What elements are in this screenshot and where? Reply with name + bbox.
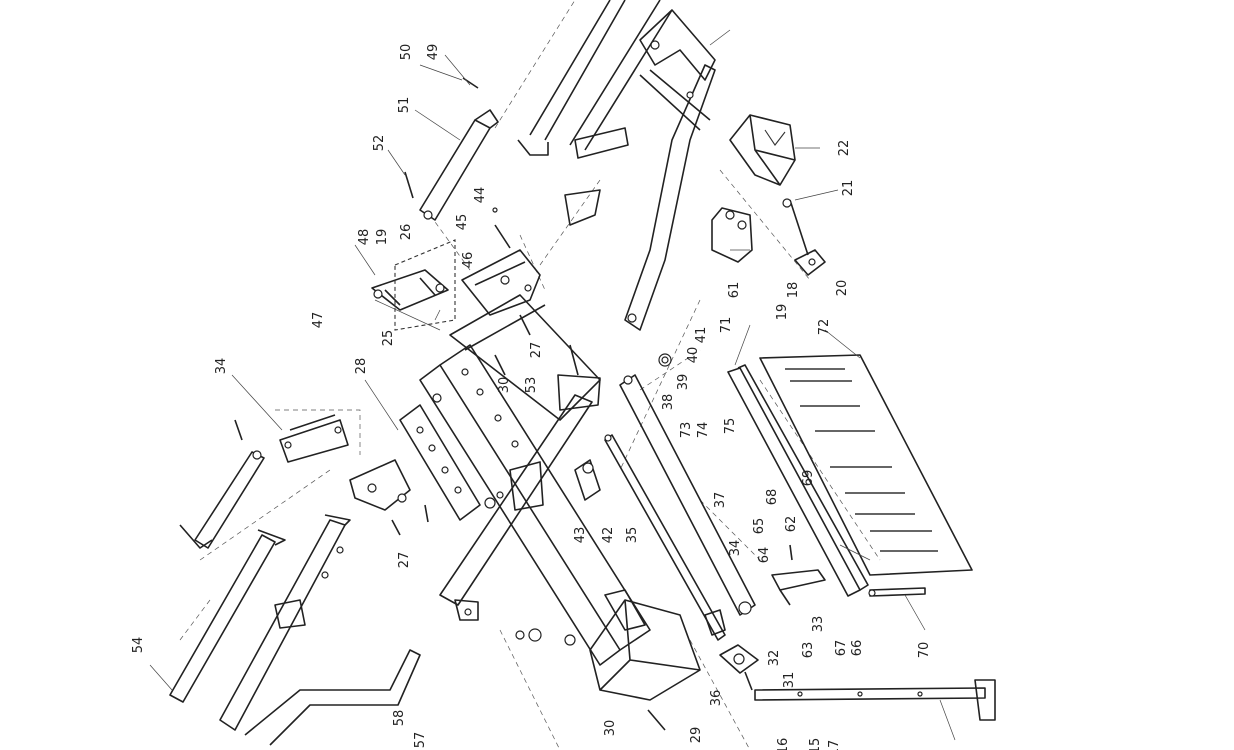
callout-label-25: 25 (381, 330, 396, 347)
callout-label-73: 73 (679, 422, 694, 439)
callout-label-47: 47 (311, 312, 326, 329)
callout-label-26: 26 (399, 224, 414, 241)
callout-label-31: 31 (782, 672, 797, 689)
callout-label-42: 42 (601, 527, 616, 544)
callout-label-57: 57 (413, 732, 428, 749)
callout-label-17: 17 (827, 740, 842, 750)
callout-label-71: 71 (719, 317, 734, 334)
callout-label-18: 18 (786, 282, 801, 299)
callout-label-45: 45 (455, 214, 470, 231)
rail-68-69 (727, 364, 869, 597)
plate-72 (759, 354, 973, 576)
callout-label-50: 50 (399, 44, 414, 61)
callout-label-16: 16 (776, 738, 791, 750)
callout-label-51: 51 (397, 97, 412, 114)
callout-label-30: 30 (497, 377, 512, 394)
callout-label-69: 69 (801, 470, 816, 487)
pin-bracket-20 (782, 198, 826, 276)
rail-35 (604, 434, 726, 641)
side-plate-28 (349, 404, 481, 521)
callout-label-52: 52 (372, 135, 387, 152)
callout-label-37: 37 (713, 492, 728, 509)
callout-label-27: 27 (529, 342, 544, 359)
callout-label-34: 34 (728, 540, 743, 557)
bracket-33 (771, 569, 826, 606)
bottom-bar (754, 679, 996, 721)
bearing-block-32 (719, 644, 759, 674)
callout-label-58: 58 (392, 710, 407, 727)
callout-label-67: 67 (834, 640, 849, 657)
seat-bracket-22 (729, 114, 796, 186)
callout-label-48: 48 (357, 229, 372, 246)
callout-label-27: 27 (397, 552, 412, 569)
left-tube (179, 450, 265, 549)
callout-label-30: 30 (603, 720, 618, 737)
callout-label-19: 19 (375, 229, 390, 246)
callout-label-66: 66 (850, 640, 865, 657)
left-pivot-34 (234, 414, 349, 463)
bracket-47 (371, 239, 456, 331)
sleeve-42 (574, 459, 601, 501)
callout-label-20: 20 (835, 280, 850, 297)
front-bracket (589, 589, 701, 701)
callout-label-70: 70 (917, 642, 932, 659)
leader-lines (149, 29, 956, 741)
callout-label-36: 36 (709, 690, 724, 707)
callout-label-39: 39 (676, 374, 691, 391)
cylinder-51 (404, 77, 499, 221)
bracket-46 (461, 249, 541, 316)
assembly-dashed-lines (179, 0, 881, 750)
callout-label-64: 64 (757, 547, 772, 564)
tube-37 (619, 374, 756, 616)
callout-label-38: 38 (661, 394, 676, 411)
callout-label-44: 44 (473, 187, 488, 204)
callout-label-46: 46 (461, 252, 476, 269)
callout-label-72: 72 (817, 319, 832, 336)
small-hardware (391, 314, 793, 731)
pin-70 (868, 587, 926, 597)
callout-label-40: 40 (686, 347, 701, 364)
callout-label-33: 33 (811, 616, 826, 633)
callout-label-32: 32 (767, 650, 782, 667)
callout-label-54: 54 (131, 637, 146, 654)
left-frame-54 (169, 514, 421, 746)
callout-label-61: 61 (727, 282, 742, 299)
callout-label-53: 53 (524, 377, 539, 394)
callout-label-62: 62 (784, 516, 799, 533)
callout-label-43: 43 (573, 527, 588, 544)
lower-arm (439, 374, 601, 621)
roller-61 (711, 207, 753, 263)
callout-label-41: 41 (694, 327, 709, 344)
callout-label-28: 28 (354, 358, 369, 375)
callout-label-63: 63 (801, 642, 816, 659)
callout-label-15: 15 (808, 738, 823, 750)
callout-label-68: 68 (765, 489, 780, 506)
callout-label-34: 34 (214, 358, 229, 375)
callout-label-22: 22 (837, 140, 852, 157)
callout-label-21: 21 (841, 180, 856, 197)
callout-label-75: 75 (723, 418, 738, 435)
callout-label-35: 35 (625, 527, 640, 544)
pin-44-45 (492, 207, 511, 249)
callout-label-49: 49 (426, 44, 441, 61)
callout-label-19: 19 (775, 304, 790, 321)
callout-label-29: 29 (689, 727, 704, 744)
upper-frame (517, 0, 716, 331)
callout-label-65: 65 (752, 518, 767, 535)
callout-label-74: 74 (696, 422, 711, 439)
